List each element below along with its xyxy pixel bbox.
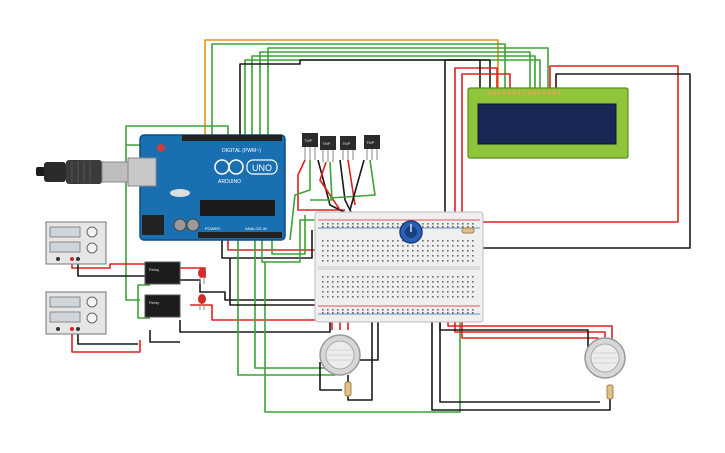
arduino-label: ARDUINO bbox=[218, 179, 241, 185]
wire-red[interactable] bbox=[461, 73, 511, 225]
wire-green[interactable] bbox=[310, 161, 333, 201]
arduino-uno-board-icon[interactable]: DIGITAL (PWM~) POWER ANALOG IN UNO ARDUI… bbox=[127, 134, 286, 241]
led-icon[interactable] bbox=[198, 294, 206, 310]
relay-icon[interactable]: Relay bbox=[144, 294, 181, 318]
wire-red[interactable] bbox=[71, 262, 145, 269]
digital-header[interactable] bbox=[182, 135, 282, 141]
wire-black[interactable] bbox=[229, 258, 330, 306]
wire-black[interactable] bbox=[317, 159, 351, 216]
temperature-sensor-icon[interactable]: TMP bbox=[302, 133, 318, 160]
wire-green[interactable] bbox=[289, 160, 311, 241]
wire-red[interactable] bbox=[480, 65, 679, 223]
temperature-sensor-icon[interactable]: TMP bbox=[340, 136, 356, 160]
wire-red[interactable] bbox=[190, 304, 330, 321]
temperature-sensors: TMP TMP TMP TMP bbox=[302, 133, 380, 162]
wire-black[interactable] bbox=[360, 318, 379, 361]
usb-cable-icon bbox=[36, 160, 129, 184]
wire-green[interactable] bbox=[329, 159, 376, 199]
uno-label: UNO bbox=[252, 163, 272, 173]
wire-green[interactable] bbox=[125, 125, 229, 146]
temp-sensor-label: TMP bbox=[366, 140, 375, 145]
breadboard-holes bbox=[322, 223, 474, 314]
potentiometer-icon[interactable] bbox=[399, 220, 423, 244]
temp-sensor-label: TMP bbox=[322, 141, 331, 146]
wire-green[interactable] bbox=[125, 145, 140, 301]
wire-red[interactable] bbox=[319, 161, 341, 211]
relay-label: Relay bbox=[149, 267, 159, 272]
wire-green[interactable] bbox=[137, 284, 150, 319]
temperature-sensor-icon[interactable]: TMP bbox=[320, 136, 336, 162]
wire-layer bbox=[71, 39, 691, 413]
wire-black[interactable] bbox=[77, 262, 145, 277]
digital-label: DIGITAL (PWM~) bbox=[222, 148, 261, 154]
analog-header[interactable] bbox=[198, 232, 282, 238]
gas-sensor-icon[interactable] bbox=[319, 334, 361, 376]
wire-red[interactable] bbox=[454, 67, 498, 225]
reset-button-icon[interactable] bbox=[157, 144, 165, 152]
resistor-icon[interactable] bbox=[606, 384, 614, 400]
wire-black[interactable] bbox=[239, 59, 491, 135]
lcd-pins bbox=[488, 91, 561, 95]
resistor-icon[interactable] bbox=[344, 381, 352, 397]
relay-label: Relay bbox=[149, 300, 159, 305]
temp-sensor-label: TMP bbox=[304, 138, 313, 143]
wire-black[interactable] bbox=[444, 59, 481, 225]
wire-black[interactable] bbox=[319, 362, 342, 391]
wire-green[interactable] bbox=[264, 262, 461, 413]
wire-green[interactable] bbox=[211, 43, 506, 135]
wire-red[interactable] bbox=[297, 159, 345, 211]
wire-black[interactable] bbox=[349, 159, 365, 211]
wire-green[interactable] bbox=[271, 215, 306, 255]
temperature-sensor-icon[interactable]: TMP bbox=[364, 135, 380, 160]
relay-icon[interactable]: Relay bbox=[144, 261, 181, 285]
resistor-icon[interactable] bbox=[461, 227, 475, 234]
power-label: POWER bbox=[205, 226, 220, 231]
wire-orange[interactable] bbox=[204, 39, 499, 135]
led-icon[interactable] bbox=[198, 268, 206, 284]
breadboard-icon[interactable] bbox=[314, 211, 484, 323]
wire-red[interactable] bbox=[71, 332, 141, 353]
wire-black[interactable] bbox=[180, 279, 320, 301]
wire-green[interactable] bbox=[259, 51, 531, 135]
wire-black[interactable] bbox=[431, 318, 611, 411]
wire-black[interactable] bbox=[221, 230, 313, 259]
wire-black[interactable] bbox=[77, 332, 138, 345]
microcontroller-chip-icon bbox=[200, 200, 275, 216]
wire-green[interactable] bbox=[251, 55, 536, 135]
analog-label: ANALOG IN bbox=[245, 226, 267, 231]
wire-black[interactable] bbox=[149, 330, 180, 343]
wire-red[interactable] bbox=[454, 318, 606, 340]
power-supply-icon[interactable] bbox=[45, 221, 107, 265]
power-supply-icon[interactable] bbox=[45, 291, 107, 335]
wire-black[interactable] bbox=[470, 73, 691, 249]
wire-green[interactable] bbox=[254, 238, 328, 369]
temp-sensor-label: TMP bbox=[342, 141, 351, 146]
wire-black[interactable] bbox=[439, 318, 600, 403]
lcd-16x2-icon[interactable] bbox=[467, 87, 629, 159]
gas-sensor-icon[interactable] bbox=[584, 337, 626, 379]
wire-green[interactable] bbox=[267, 47, 549, 135]
wire-green[interactable] bbox=[261, 219, 330, 263]
